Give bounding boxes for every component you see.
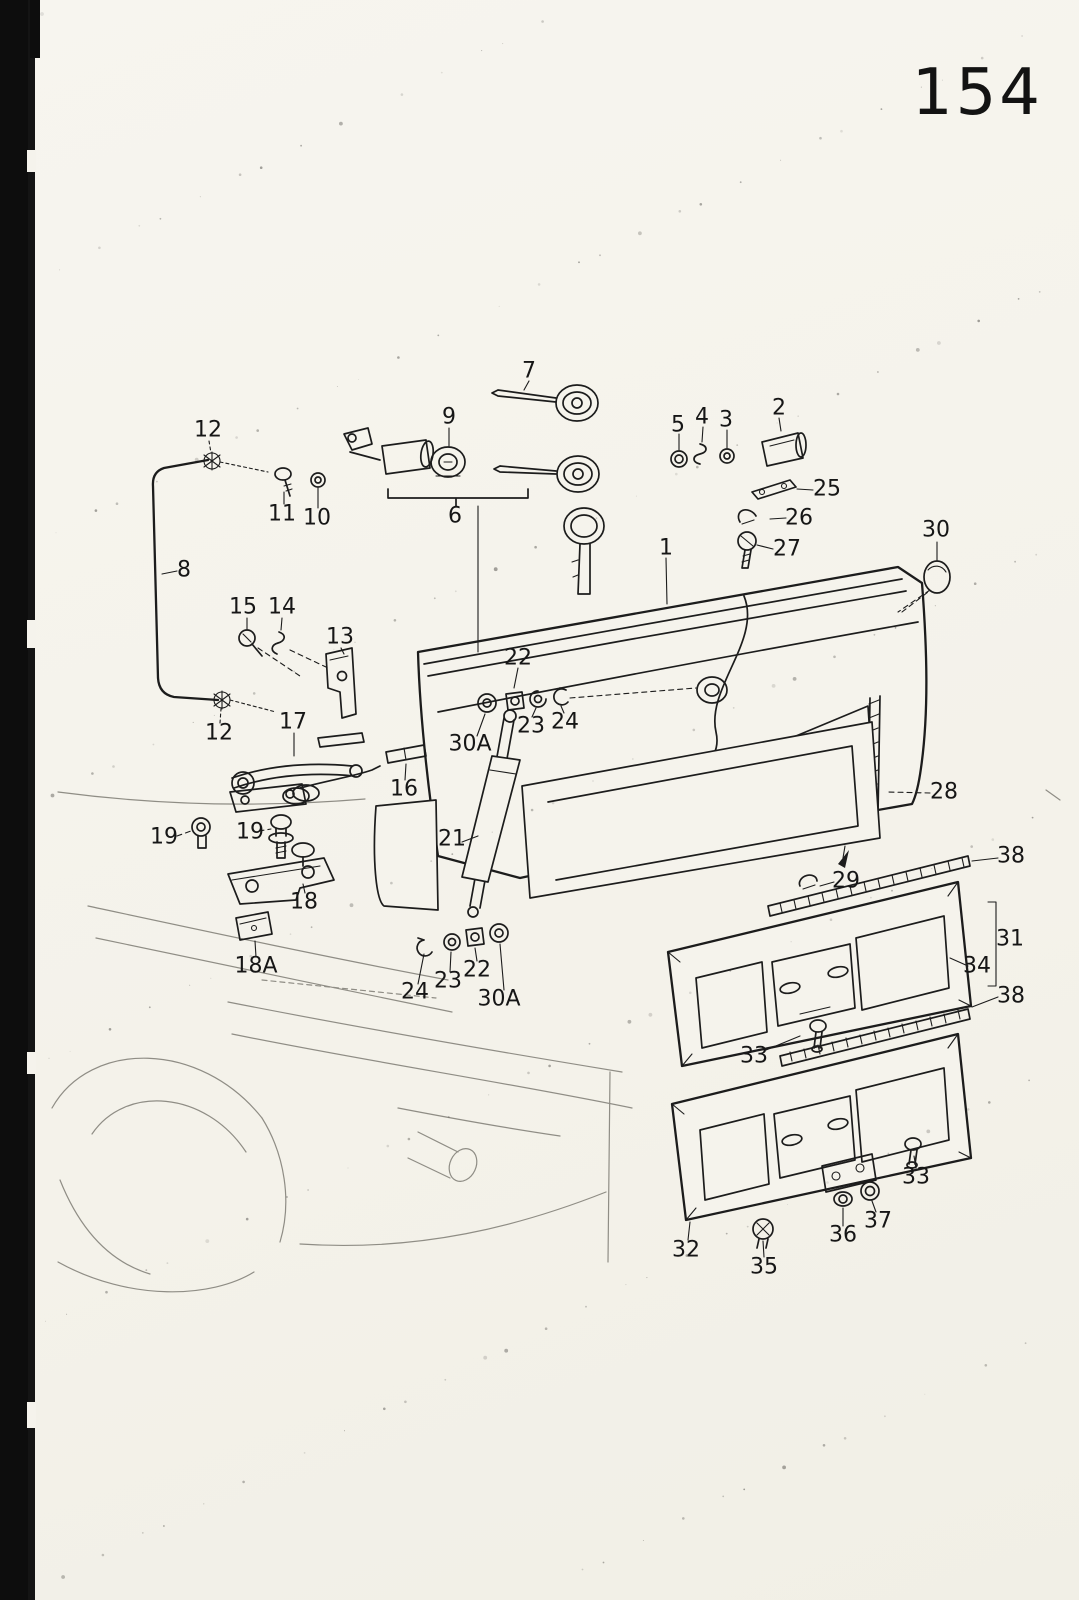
clip-29 (798, 845, 849, 890)
leader-lines (161, 380, 999, 1258)
part-label-13: 13 (326, 624, 354, 650)
part-label-28: 28 (930, 779, 958, 805)
part-label-14: 14 (268, 594, 296, 620)
part-label-11: 11 (268, 501, 296, 527)
part-label-12: 12 (205, 720, 233, 746)
keys-group (491, 384, 605, 595)
part-label-4: 4 (695, 404, 709, 430)
license-housing-upper (666, 855, 973, 1068)
part-label-12: 12 (194, 417, 222, 443)
part-label-6: 6 (448, 503, 462, 529)
plug-hardware (752, 1019, 922, 1249)
part-label-7: 7 (522, 358, 536, 384)
part-label-1: 1 (659, 535, 673, 561)
part-label-34: 34 (963, 953, 991, 979)
part-label-36: 36 (829, 1222, 857, 1248)
part-label-30a: 30A (477, 986, 521, 1012)
paper-speckles (40, 12, 1041, 1579)
part-label-2: 2 (772, 395, 786, 421)
part-label-8: 8 (177, 557, 191, 583)
part-label-38: 38 (997, 983, 1025, 1009)
part-label-26: 26 (785, 505, 813, 531)
part-label-10: 10 (303, 505, 331, 531)
fasteners-top (274, 467, 569, 713)
tailgate-panel (373, 565, 929, 911)
part-label-22: 22 (463, 957, 491, 983)
fasteners-bottom (416, 923, 509, 957)
part-label-22: 22 (504, 645, 532, 671)
lock-cylinder-group (343, 427, 951, 653)
part-label-31: 31 (996, 926, 1024, 952)
part-label-16: 16 (390, 776, 418, 802)
part-label-30: 30 (922, 517, 950, 543)
part-label-24: 24 (551, 709, 579, 735)
part-label-19: 19 (150, 824, 178, 850)
part-label-5: 5 (671, 412, 685, 438)
part-label-9: 9 (442, 404, 456, 430)
part-label-23: 23 (517, 713, 545, 739)
part-label-33: 33 (902, 1164, 930, 1190)
part-label-24: 24 (401, 979, 429, 1005)
part-label-33: 33 (740, 1043, 768, 1069)
part-label-27: 27 (773, 536, 801, 562)
part-label-18: 18 (290, 889, 318, 915)
car-body-outline (51, 789, 1061, 1293)
hinge-group (191, 629, 427, 941)
scan-artifact-left-bar (0, 0, 40, 1600)
part-label-3: 3 (719, 407, 733, 433)
license-housing-lower (670, 1008, 973, 1222)
part-label-17: 17 (279, 709, 307, 735)
part-label-15: 15 (229, 594, 257, 620)
part-label-37: 37 (864, 1208, 892, 1234)
part-label-25: 25 (813, 476, 841, 502)
gas-strut (461, 709, 521, 918)
part-label-29: 29 (832, 868, 860, 894)
lock-rod (151, 451, 231, 710)
part-label-19: 19 (236, 819, 264, 845)
part-label-38: 38 (997, 843, 1025, 869)
part-label-35: 35 (750, 1254, 778, 1280)
page-number: 154 (911, 56, 1043, 130)
part-label-23: 23 (434, 968, 462, 994)
part-label-32: 32 (672, 1237, 700, 1263)
part-label-21: 21 (438, 826, 466, 852)
part-label-18a: 18A (234, 953, 278, 979)
part-label-30a: 30A (448, 731, 492, 757)
